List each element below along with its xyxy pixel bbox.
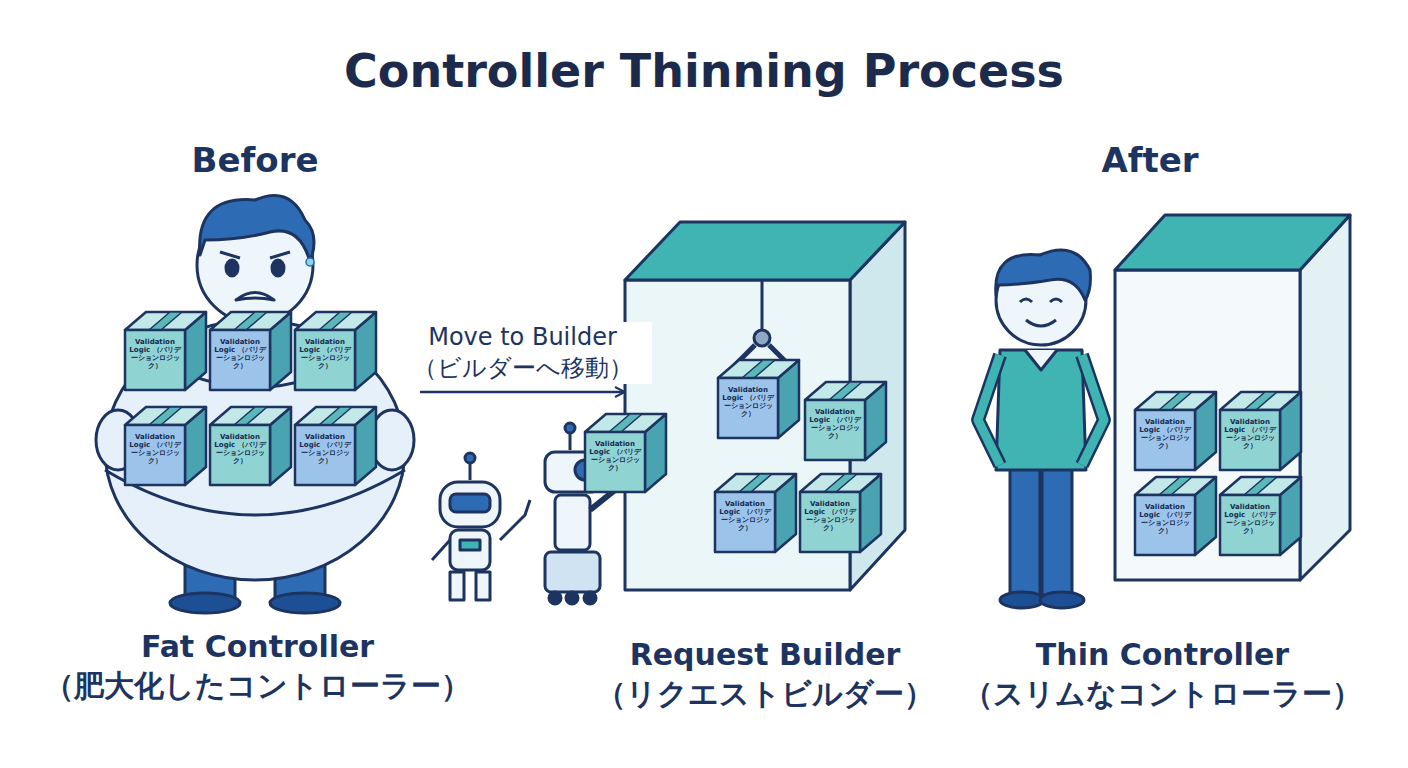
code-box (295, 312, 376, 390)
code-box (210, 407, 291, 485)
box-label: Validation Logic （バリデーションロジック） (718, 500, 772, 532)
thin-controller-figure (978, 215, 1350, 608)
code-box (295, 407, 376, 485)
code-box (125, 312, 206, 390)
box-label: Validation Logic （バリデーションロジック） (588, 440, 642, 472)
code-box (800, 474, 881, 552)
box-label: Validation Logic （バリデーションロジック） (128, 338, 182, 370)
fat-controller: Fat Controller （肥大化したコントローラー） (95, 205, 420, 610)
code-boxes (125, 312, 1301, 555)
node-caption: Fat Controller （肥大化したコントローラー） (18, 627, 498, 705)
node-caption: Thin Controller （スリムなコントローラー） (923, 635, 1403, 713)
code-box (1220, 477, 1301, 555)
code-box (1135, 477, 1216, 555)
code-box (1135, 392, 1216, 470)
node-caption: Request Builder （リクエストビルダー） (555, 635, 975, 713)
box-label: Validation Logic （バリデーションロジック） (213, 433, 267, 465)
box-label: Validation Logic （バリデーションロジック） (721, 386, 775, 418)
phase-heading: After (1050, 140, 1250, 180)
box-label: Validation Logic （バリデーションロジック） (298, 338, 352, 370)
box-label: Validation Logic （バリデーションロジック） (1223, 418, 1277, 450)
code-box (125, 407, 206, 485)
diagram-title: Controller Thinning Process (204, 44, 1204, 98)
fat-controller-figure (96, 196, 414, 614)
box-label: Validation Logic （バリデーションロジック） (128, 433, 182, 465)
box-label: Validation Logic （バリデーションロジック） (808, 408, 862, 440)
code-box (1220, 392, 1301, 470)
box-label: Validation Logic （バリデーションロジック） (213, 338, 267, 370)
code-box (805, 382, 886, 460)
box-label: Validation Logic （バリデーションロジック） (1223, 503, 1277, 535)
phase-heading: Before (155, 140, 355, 180)
code-box (718, 360, 799, 438)
box-label: Validation Logic （バリデーションロジック） (298, 433, 352, 465)
code-box (585, 414, 666, 492)
code-box (210, 312, 291, 390)
builder-container (625, 222, 905, 590)
code-box (715, 474, 796, 552)
flow-arrow (420, 391, 625, 394)
edge-label: Move to Builder （ビルダーへ移動） (394, 322, 652, 384)
box-label: Validation Logic （バリデーションロジック） (1138, 503, 1192, 535)
thin-controller: Thin Controller （スリムなコントローラー） (975, 205, 1350, 605)
box-label: Validation Logic （バリデーションロジック） (803, 500, 857, 532)
box-label: Validation Logic （バリデーションロジック） (1138, 418, 1192, 450)
